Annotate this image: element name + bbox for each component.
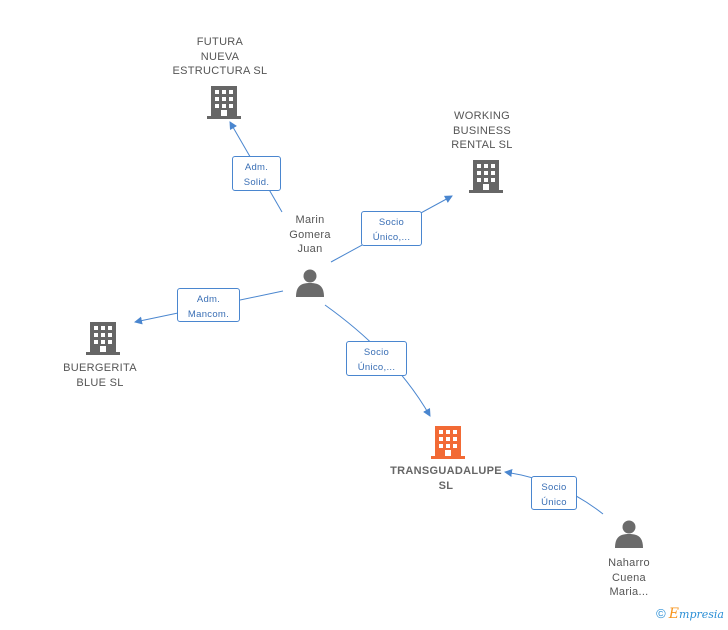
edge-label-socio-trans[interactable]: Socio Único,... xyxy=(346,341,407,376)
node-label-naharro[interactable]: Naharro Cuena Maria... xyxy=(608,557,650,598)
copyright-notice[interactable]: © Empresia xyxy=(656,606,724,622)
brand-initial: E xyxy=(668,606,680,622)
edge-label-adm-solid[interactable]: Adm. Solid. xyxy=(232,156,281,191)
building-icon[interactable] xyxy=(86,321,120,355)
edge-label-socio-working[interactable]: Socio Único,... xyxy=(361,211,422,246)
edge-label-socio-unico[interactable]: Socio Único xyxy=(531,476,577,510)
node-label-futura[interactable]: FUTURA NUEVA ESTRUCTURA SL xyxy=(172,36,268,77)
brand-name: mpresia xyxy=(679,608,724,621)
person-icon[interactable] xyxy=(295,268,325,298)
node-label-working[interactable]: WORKING BUSINESS RENTAL SL xyxy=(451,110,513,151)
node-label-transguadalupe[interactable]: TRANSGUADALUPE SL xyxy=(390,465,502,492)
building-icon[interactable] xyxy=(469,159,503,193)
building-icon[interactable] xyxy=(207,85,241,119)
person-icon[interactable] xyxy=(614,519,644,549)
copyright-icon: © xyxy=(656,606,666,621)
node-label-marin[interactable]: Marin Gomera Juan xyxy=(289,214,331,255)
edge-label-adm-mancom[interactable]: Adm. Mancom. xyxy=(177,288,240,322)
node-label-buergerita[interactable]: BUERGERITA BLUE SL xyxy=(63,362,137,389)
building-icon-main[interactable] xyxy=(431,425,465,459)
